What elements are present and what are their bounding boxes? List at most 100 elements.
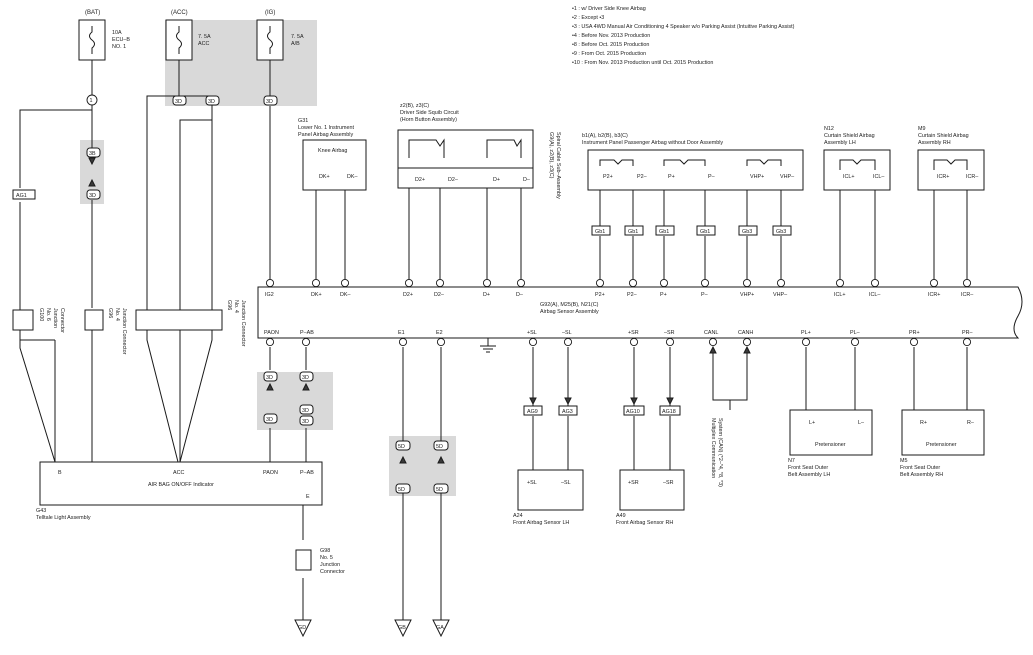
component-g92: [257, 286, 1023, 339]
a49-id: A49: [616, 513, 626, 519]
g100-id: G100: [38, 308, 44, 321]
note-1: •1 : w/ Driver Side Knee Airbag: [572, 6, 646, 12]
junction-connector-g96-a: [84, 309, 104, 331]
fuse-bat-icon: [89, 26, 95, 54]
svg-text:P–AB: P–AB: [300, 330, 314, 336]
fuse-ig-icon: [267, 26, 273, 54]
g43-name: Telltale Light Assembly: [36, 515, 91, 521]
multiplex-line1: Multiplex Communication: [710, 418, 716, 478]
knee-airbag-label: Knee Airbag: [318, 148, 347, 154]
g31-line2: Panel Airbag Assembly: [298, 132, 353, 138]
fuse-bat-no: NO. 1: [112, 44, 126, 50]
junction-pab-bot: [299, 415, 314, 426]
junction-5d-e2-bot: [433, 483, 449, 494]
junction-paon-top-label: 3D: [266, 375, 273, 381]
junction-connector-g96-b: [135, 309, 223, 331]
sensor-pin-top-5: [482, 278, 492, 288]
connector-gb1-a-label: Gb1: [595, 229, 605, 235]
a24-id: A24: [513, 513, 523, 519]
squib-element-2: [486, 138, 522, 158]
n7-pretensioner: Pretensioner: [815, 442, 846, 448]
b1-element-3: [746, 159, 782, 166]
g96-a-no: No. 4: [114, 308, 120, 321]
component-b1: [587, 149, 804, 191]
sensor-pin-top-1: [311, 278, 321, 288]
fuse-bat-name: ECU–B: [112, 37, 130, 43]
g31-dk-plus: DK+: [319, 174, 330, 180]
svg-text:VHP–: VHP–: [773, 292, 787, 298]
a24-sl-plus: +SL: [527, 480, 537, 486]
connector-ag1-label: AG1: [16, 193, 27, 199]
ground-ga: [432, 619, 450, 638]
fuse-ig-rating: 7. 5A: [291, 34, 304, 40]
m5-pretensioner: Pretensioner: [926, 442, 957, 448]
component-m9: [917, 149, 985, 191]
component-m5: [901, 409, 985, 456]
squib-d-minus: D–: [523, 177, 530, 183]
sensor-pin-bottom-3: [436, 337, 446, 347]
svg-text:PAON: PAON: [264, 330, 279, 336]
n7-id: N7: [788, 458, 795, 464]
svg-text:–SL: –SL: [562, 330, 572, 336]
junction-pab-top-label: 3D: [302, 375, 309, 381]
sensor-pin-bottom-10: [801, 337, 811, 347]
junction-5d-e2-bot-label: 5D: [436, 487, 443, 493]
g43-id: G43: [36, 508, 46, 514]
sensor-pin-top-4: [435, 278, 445, 288]
connector-ag10: [623, 405, 645, 416]
junction-5d-e1-bot: [395, 483, 411, 494]
sensor-pin-top-7: [595, 278, 605, 288]
m5-r-plus: R+: [920, 420, 927, 426]
sensor-pin-top-13: [835, 278, 845, 288]
z2-id: z2(B), z3(C): [400, 103, 429, 109]
junction-paon-bot-label: 3D: [266, 417, 273, 423]
connector-ag18: [659, 405, 681, 416]
sensor-pin-bottom-4: [528, 337, 538, 347]
g43-e: E: [306, 494, 310, 500]
svg-text:+SL: +SL: [527, 330, 537, 336]
connector-gb1-c-label: Gb1: [659, 229, 669, 235]
svg-text:PL+: PL+: [801, 330, 811, 336]
g98-connector: Connector: [320, 569, 345, 575]
wires: [19, 60, 968, 620]
g96-a-id: G96: [107, 308, 113, 318]
junction-3b-top-label: 3B: [89, 151, 96, 157]
junction-pab-top: [299, 371, 314, 382]
sensor-pin-bottom-0: [265, 337, 275, 347]
junction-pab-mid-label: 3D: [302, 408, 309, 414]
airbag-indicator-label: AIR BAG ON/OFF Indicator: [148, 482, 214, 488]
b1-p2-plus: P2+: [603, 174, 613, 180]
m9-line1: Curtain Shield Airbag: [918, 133, 969, 139]
junction-bat-label: 1: [90, 98, 93, 104]
sensor-pin-top-9: [659, 278, 669, 288]
junction-ig-3d: [263, 95, 278, 106]
m5-line2: Belt Assembly RH: [900, 472, 943, 478]
b1-p-minus: P–: [708, 174, 715, 180]
n12-element: [839, 159, 876, 170]
spiral-name: Spiral Cable Sub–Assembly: [555, 132, 561, 199]
g92-name: Airbag Sensor Assembly: [540, 309, 599, 315]
a49-sr-minus: –SR: [663, 480, 674, 486]
g96-b-id: G96: [226, 300, 232, 310]
connector-ag3: [558, 405, 578, 416]
component-n12: [823, 149, 891, 191]
sensor-pin-bottom-9: [742, 337, 752, 347]
svg-text:E2: E2: [436, 330, 443, 336]
connector-gb3-b-label: Gb3: [776, 229, 786, 235]
junction-paon-top: [263, 371, 278, 382]
n7-l-plus: L+: [809, 420, 815, 426]
n12-line1: Curtain Shield Airbag: [824, 133, 875, 139]
z2-line2: (Horn Button Assembly): [400, 117, 457, 123]
b1-id: b1(A), b2(B), b3(C): [582, 133, 628, 139]
n7-line1: Front Seat Outer: [788, 465, 828, 471]
junction-ig-3d-label: 3D: [266, 99, 273, 105]
n7-line2: Belt Assembly LH: [788, 472, 830, 478]
sensor-pin-top-6: [516, 278, 526, 288]
g96-b-name: Junction Connector: [240, 300, 246, 347]
fuse-bat-rating: 10A: [112, 30, 122, 36]
ground-gd-label: GD: [298, 625, 306, 631]
b1-element-2: [663, 159, 706, 166]
connector-gb3-b: [772, 225, 792, 236]
junction-3b-top: [86, 147, 101, 158]
b1-name: Instrument Panel Passenger Airbag withou…: [582, 140, 723, 146]
